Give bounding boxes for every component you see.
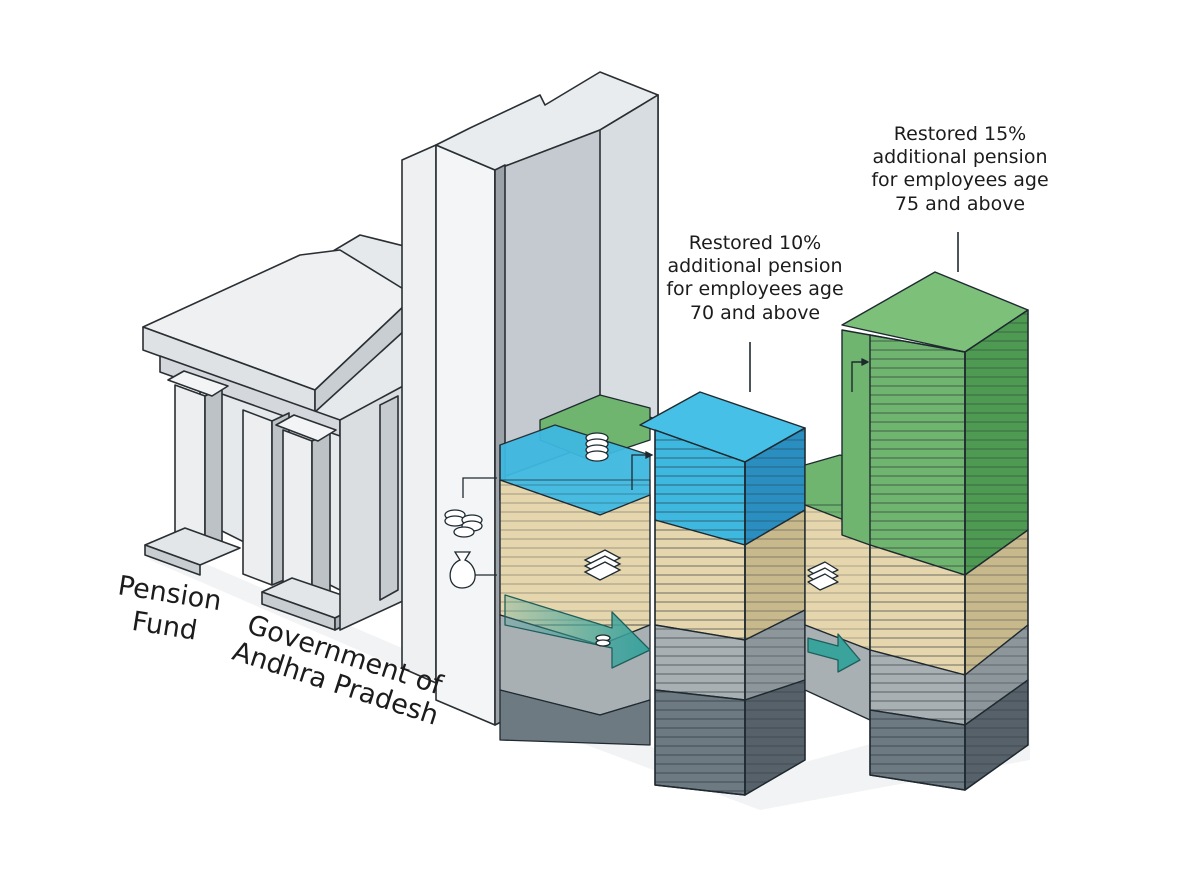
tier-10-line-1: Restored 10% bbox=[688, 232, 822, 254]
bank-building-icon bbox=[142, 234, 421, 631]
tier-15-line-1: Restored 15% bbox=[893, 123, 1027, 145]
tier-10-annotation: Restored 10% additional pension for empl… bbox=[655, 232, 855, 325]
tier-10-line-4: 70 and above bbox=[689, 301, 821, 324]
tier-10-line-3: for employees age bbox=[666, 278, 844, 301]
tier-10-line-2: additional pension bbox=[667, 255, 843, 278]
coin-stack-icon bbox=[595, 634, 611, 647]
cash-bundle-icon bbox=[807, 561, 839, 591]
tier-15-line-3: for employees age bbox=[871, 169, 1049, 192]
right-arrow-icon bbox=[807, 633, 861, 673]
money-bag-icon bbox=[449, 551, 476, 589]
right-arrow-icon bbox=[504, 594, 651, 669]
coin-stack-icon bbox=[444, 509, 483, 538]
tower-10-percent bbox=[639, 342, 806, 796]
flow-icons bbox=[444, 432, 654, 647]
connecting-platform bbox=[804, 454, 871, 721]
tier-15-line-2: additional pension bbox=[872, 146, 1048, 169]
tier-15-annotation: Restored 15% additional pension for empl… bbox=[855, 123, 1065, 216]
cash-bundle-icon bbox=[583, 549, 622, 581]
tower-15-percent bbox=[841, 232, 1029, 791]
tier-15-line-4: 75 and above bbox=[894, 192, 1026, 215]
coin-stack-icon bbox=[585, 432, 609, 462]
layered-platform bbox=[499, 394, 651, 746]
